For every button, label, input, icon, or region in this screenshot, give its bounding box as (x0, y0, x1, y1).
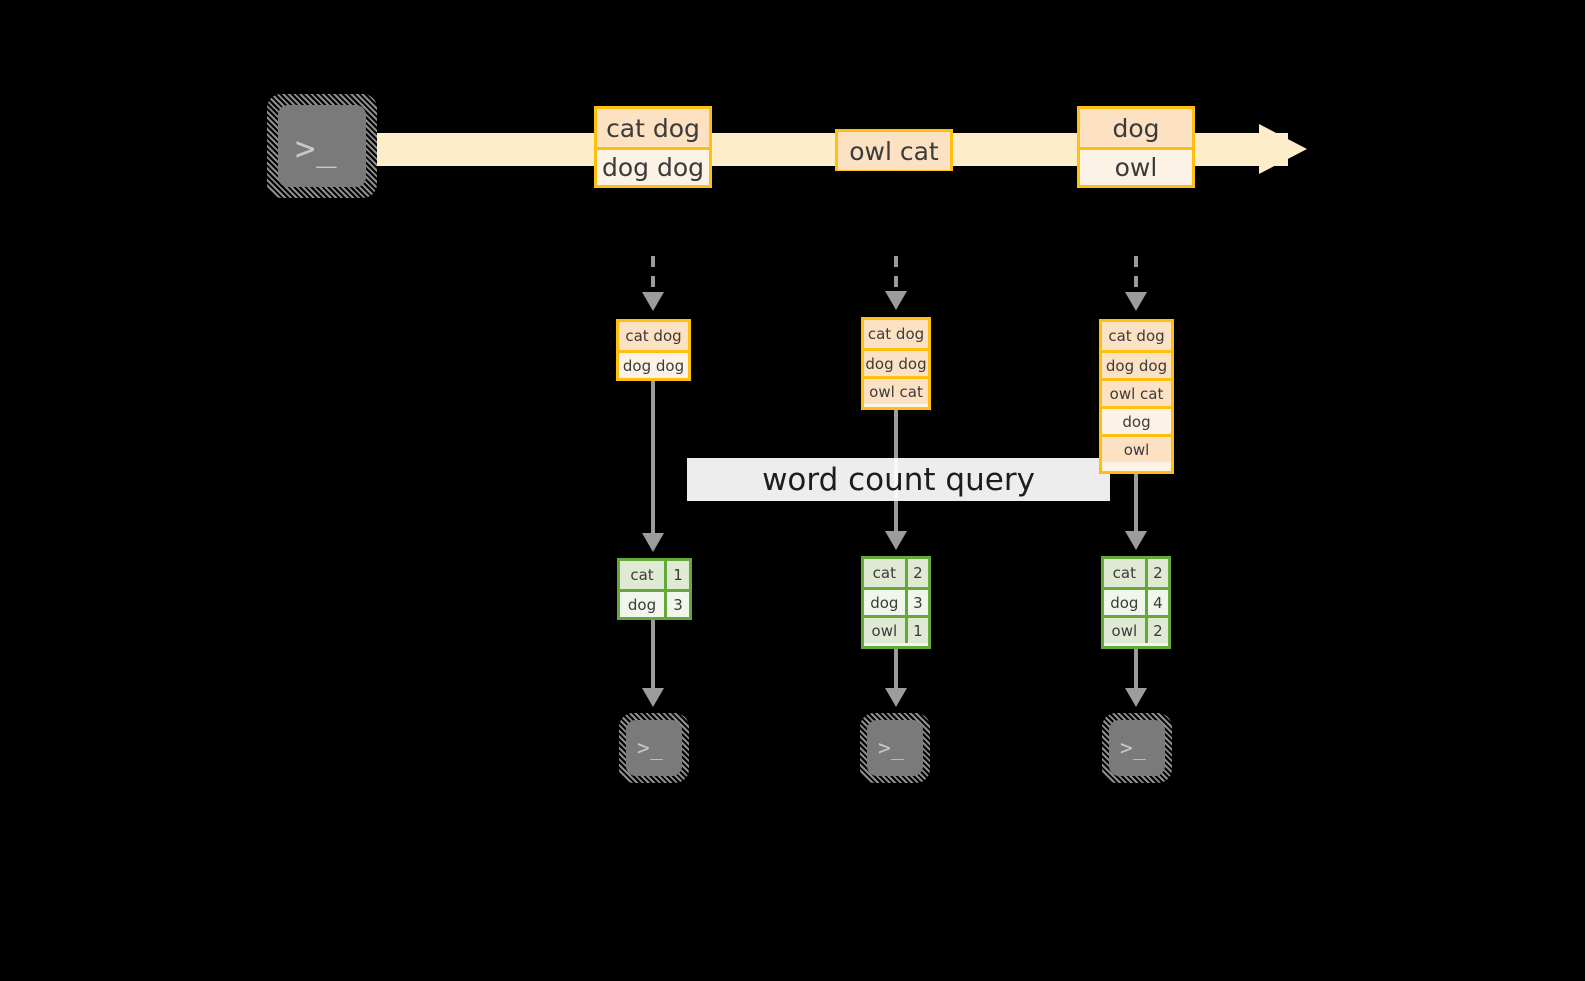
record-line: dog (1080, 109, 1192, 147)
terminal-prompt-glyph: >_ (637, 736, 664, 760)
source-terminal-icon[interactable]: >_ (267, 94, 377, 198)
terminal-face (1109, 720, 1165, 776)
terminal-prompt-glyph: >_ (1120, 736, 1147, 760)
word-cell: cat (1104, 559, 1145, 587)
table-row: cat 1 (620, 561, 689, 589)
record-line: owl cat (838, 132, 950, 170)
stream-record-2[interactable]: owl cat (835, 129, 953, 171)
record-line: owl (1080, 147, 1192, 185)
terminal-face (278, 105, 366, 187)
result-table-2[interactable]: cat 2 dog 3 owl 1 (861, 556, 931, 649)
table-row: cat 2 (1104, 559, 1168, 587)
word-cell: owl (1104, 618, 1145, 643)
count-cell: 3 (664, 592, 689, 617)
arrowhead-down-1a (642, 292, 664, 311)
state-to-result-line-1 (651, 381, 655, 537)
result-table-1[interactable]: cat 1 dog 3 (617, 558, 692, 620)
word-cell: dog (1104, 590, 1145, 615)
state-to-result-line-3 (1134, 474, 1138, 535)
terminal-face (626, 720, 682, 776)
state-line: cat dog (619, 322, 688, 350)
arrowhead-down-2b (885, 531, 907, 550)
result-table-3[interactable]: cat 2 dog 4 owl 2 (1101, 556, 1171, 649)
result-to-sink-line-1 (651, 620, 655, 692)
state-line: cat dog (864, 320, 928, 348)
stream-record-3[interactable]: dog owl (1077, 106, 1195, 188)
word-cell: dog (864, 590, 905, 615)
sink-terminal-icon-2[interactable]: >_ (860, 713, 930, 783)
stream-to-state-dashed-line-3 (1134, 256, 1138, 294)
arrowhead-down-1c (642, 688, 664, 707)
stream-to-state-dashed-line-2 (894, 256, 898, 294)
count-cell: 2 (904, 559, 928, 587)
stream-arrowhead (1259, 124, 1307, 174)
terminal-prompt-glyph: >_ (295, 129, 338, 169)
count-cell: 2 (1144, 559, 1168, 587)
table-row: owl 1 (864, 615, 928, 643)
stream-record-1[interactable]: cat dog dog dog (594, 106, 712, 188)
result-to-sink-line-2 (894, 649, 898, 692)
arrowhead-down-2a (885, 291, 907, 310)
count-cell: 3 (904, 590, 928, 615)
state-line: owl cat (1102, 378, 1171, 406)
state-line: owl cat (864, 376, 928, 404)
state-line: owl (1102, 434, 1171, 462)
query-label: word count query (687, 458, 1110, 501)
stream-to-state-dashed-line-1 (651, 256, 655, 294)
accumulated-state-2[interactable]: cat dog dog dog owl cat (861, 317, 931, 410)
state-line: dog dog (1102, 350, 1171, 378)
state-line: dog dog (619, 350, 688, 378)
table-row: dog 4 (1104, 587, 1168, 615)
arrowhead-down-3c (1125, 688, 1147, 707)
table-row: cat 2 (864, 559, 928, 587)
count-cell: 2 (1144, 618, 1168, 643)
arrowhead-down-1b (642, 533, 664, 552)
record-line: cat dog (597, 109, 709, 147)
state-line: dog dog (864, 348, 928, 376)
result-to-sink-line-3 (1134, 649, 1138, 692)
count-cell: 1 (664, 561, 689, 589)
table-row: dog 3 (620, 589, 689, 617)
word-cell: dog (620, 592, 664, 617)
count-cell: 4 (1144, 590, 1168, 615)
terminal-face (867, 720, 923, 776)
arrowhead-down-3b (1125, 531, 1147, 550)
accumulated-state-3[interactable]: cat dog dog dog owl cat dog owl (1099, 319, 1174, 474)
record-line: dog dog (597, 147, 709, 185)
accumulated-state-1[interactable]: cat dog dog dog (616, 319, 691, 381)
state-line: dog (1102, 406, 1171, 434)
table-row: owl 2 (1104, 615, 1168, 643)
query-label-text: word count query (762, 461, 1035, 498)
count-cell: 1 (904, 618, 928, 643)
sink-terminal-icon-3[interactable]: >_ (1102, 713, 1172, 783)
table-row: dog 3 (864, 587, 928, 615)
arrowhead-down-3a (1125, 292, 1147, 311)
word-cell: owl (864, 618, 905, 643)
state-line: cat dog (1102, 322, 1171, 350)
sink-terminal-icon-1[interactable]: >_ (619, 713, 689, 783)
arrowhead-down-2c (885, 688, 907, 707)
terminal-prompt-glyph: >_ (878, 736, 905, 760)
word-cell: cat (864, 559, 905, 587)
word-cell: cat (620, 561, 664, 589)
